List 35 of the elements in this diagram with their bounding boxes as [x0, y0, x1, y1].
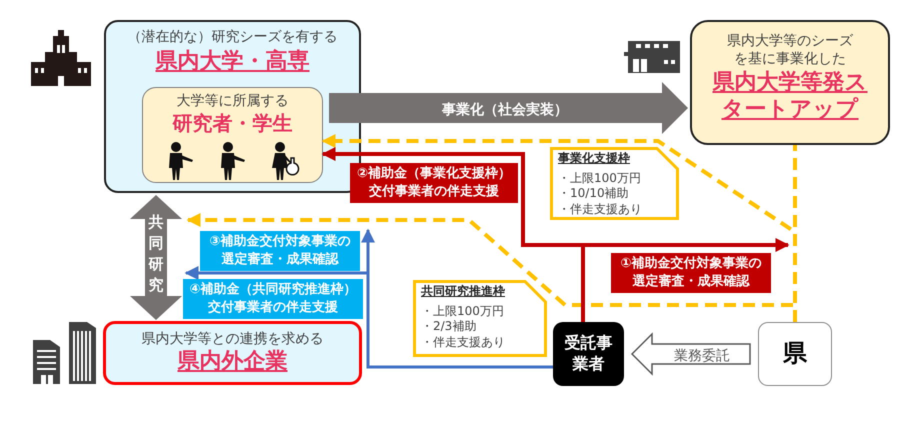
edge-label: 共同研究 — [147, 212, 164, 296]
researcher-box — [142, 87, 323, 183]
edge-label: ②補助金（事業化支援枠）交付事業者の伴走支援 — [350, 163, 518, 204]
note-item: ・2/3補助 — [421, 319, 476, 335]
box-text: 県内大学等のシーズを基に事業化した — [726, 32, 854, 68]
edge-label: 業務委託 — [673, 347, 731, 366]
edge-label: 事業化（社会実装） — [441, 101, 569, 120]
box-title: 県内大学・高専 — [156, 48, 310, 76]
box-text: 県内大学等との連携を求める — [142, 330, 324, 348]
double-arrow — [130, 195, 182, 320]
company-box — [103, 321, 362, 385]
note-heading: 共同研究推進枠 — [421, 284, 505, 300]
note-heading: 事業化支援枠 — [558, 151, 630, 167]
note-item: ・上限100万円 — [421, 304, 504, 320]
arrow — [581, 238, 790, 322]
note-item: ・伴走支援あり — [421, 334, 505, 350]
edge-label: ④補助金（共同研究推進枠）交付事業者の伴走支援 — [183, 279, 363, 320]
box-text: 県 — [783, 338, 807, 370]
arrow — [184, 266, 553, 368]
prefecture-box — [758, 322, 832, 386]
box-text: （潜在的な）研究シーズを有する — [128, 28, 338, 46]
box-title: 研究者・学生 — [172, 110, 292, 136]
box-text: 大学等に所属する — [176, 92, 288, 110]
note-item: ・10/10補助 — [558, 186, 629, 202]
block-arrow — [329, 82, 688, 134]
note-item: ・上限100万円 — [558, 170, 641, 186]
box-title: 県内大学等発スタートアップ — [712, 70, 868, 124]
box-text: 受託事業者 — [564, 333, 613, 375]
edge-label: ①補助金交付対象事業の選定審査・成果確認 — [611, 253, 771, 294]
contractor-box — [553, 322, 624, 386]
hollow-arrow — [630, 332, 751, 376]
startup-box — [690, 20, 890, 145]
edge-label: ③補助金交付対象事業の選定審査・成果確認 — [200, 231, 360, 272]
note-item: ・伴走支援あり — [558, 202, 642, 218]
box-title: 県内外企業 — [178, 348, 288, 376]
